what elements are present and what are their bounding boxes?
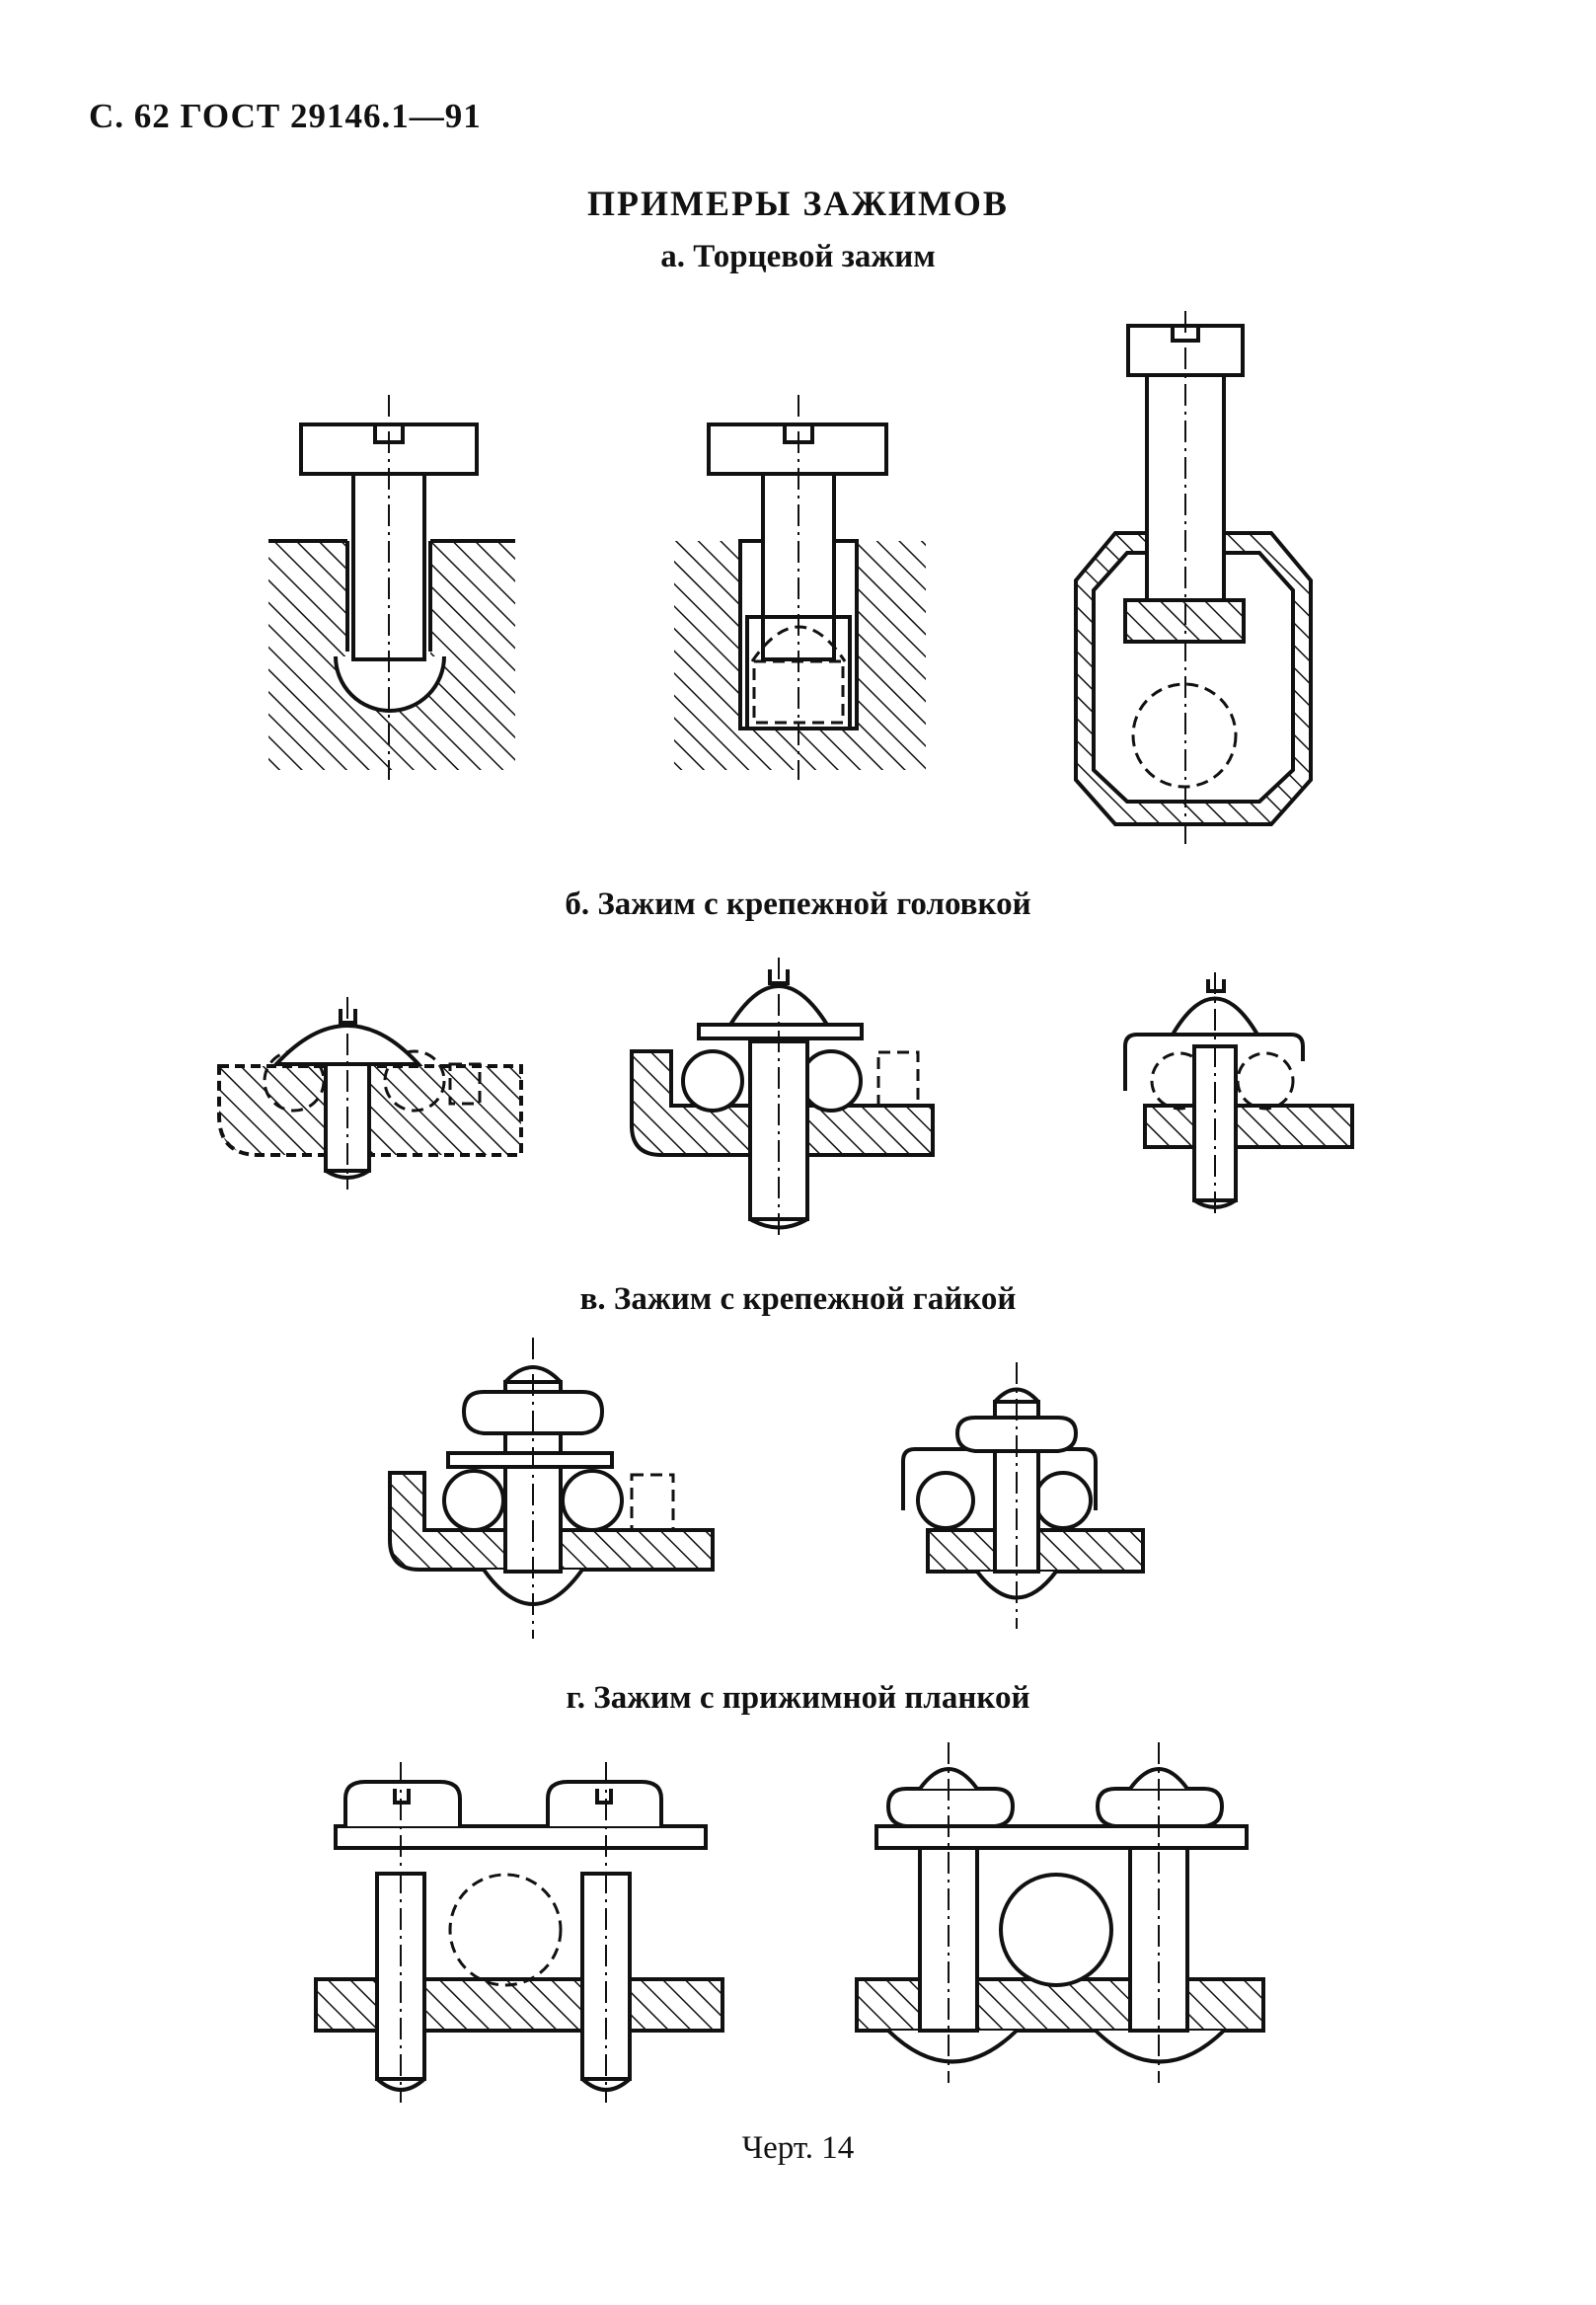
page-header: С. 62 ГОСТ 29146.1—91 <box>89 97 482 135</box>
figure-b2-head-clamp <box>630 958 935 1239</box>
section-b-label: б. Зажим с крепежной головкой <box>565 886 1031 922</box>
figure-c1-nut-clamp <box>388 1338 715 1639</box>
figure-d1-bar-clamp <box>314 1762 724 2103</box>
figure-d2-bar-clamp <box>855 1742 1265 2083</box>
section-d-label: г. Зажим с прижимной планкой <box>566 1680 1030 1716</box>
figure-a3-end-clamp-frame <box>1074 311 1313 849</box>
figure-c2-nut-clamp <box>901 1362 1145 1629</box>
page-title: ПРИМЕРЫ ЗАЖИМОВ <box>587 184 1009 223</box>
figure-b3-head-clamp <box>1123 972 1354 1219</box>
figure-caption: Черт. 14 <box>741 2130 855 2166</box>
section-a-label: а. Торцевой зажим <box>660 239 936 274</box>
figure-a1-end-clamp-ball <box>268 395 515 780</box>
figure-a2-end-clamp-sleeve <box>674 395 926 780</box>
section-c-label: в. Зажим с крепежной гайкой <box>579 1281 1017 1317</box>
figure-b1-head-clamp <box>217 997 523 1190</box>
